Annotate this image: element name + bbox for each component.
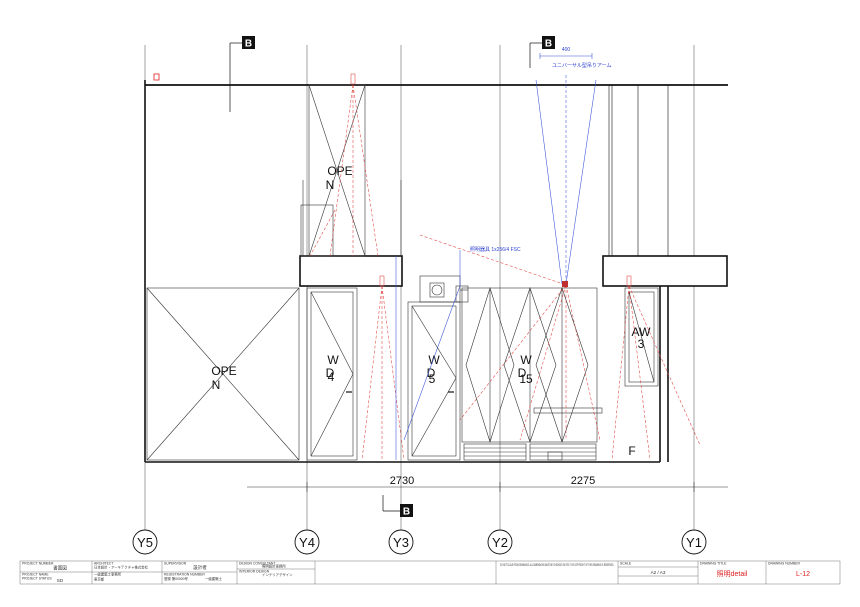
door-label-num: 15 [519, 372, 533, 386]
opening-label-upper: OPE [327, 164, 352, 178]
section-marker-bottom: B [382, 495, 413, 518]
large-opening [146, 287, 300, 461]
tb-registration-line2: 一級建築士 [205, 576, 223, 581]
tb-consultant-label: DESIGN CONSULTANT [239, 562, 275, 566]
tb-architect-line3: 東京都 [94, 577, 105, 582]
lighting-red-lines [309, 73, 701, 461]
tb-drawing-number: L-12 [796, 571, 810, 578]
tb-project-status: SD [57, 578, 64, 583]
axis-label-y3: Y3 [393, 535, 409, 550]
axis-label-y5: Y5 [137, 535, 153, 550]
tb-scale-label: SCALE [620, 562, 632, 566]
tb-consultant-line: 照明設計事務所 [262, 564, 286, 569]
tb-supervisor-label: SUPERVISOR [164, 562, 187, 566]
axis-label-y1: Y1 [686, 535, 702, 550]
tb-registration-line1: 登録 第00000号 [164, 576, 189, 581]
opening-label-lower: OPE [211, 364, 236, 378]
section-marker-top: B [529, 36, 555, 68]
door-label-num: 5 [429, 372, 436, 386]
window-label-num: 3 [638, 337, 645, 351]
tb-architect-line2: 一級建築士事務所 [94, 572, 122, 577]
structure [144, 73, 728, 463]
tb-architect-label: ARCHITECT [94, 562, 113, 566]
tb-interior-line: インテリアデザイン [262, 572, 293, 577]
tb-note-text: DO NOT SCALE FROM DRAWINGS. ALL DIMENSIO… [500, 563, 614, 567]
tb-drawing-title: 照明detail [717, 570, 748, 578]
opening-label-upper-n: N [326, 178, 335, 192]
section-tag-label: B [545, 39, 552, 50]
tb-registration-label: REGISTRATION NUMBER [164, 573, 205, 577]
tb-interior-label: INTERIOR DESIGN [239, 570, 270, 574]
tb-drawing-number-label: DRAWING NUMBER [768, 562, 800, 566]
opening-label-lower-n: N [212, 378, 221, 392]
door-label-mid: D [427, 366, 436, 380]
tb-supervisor-name: 設計者 [193, 564, 207, 571]
door-label-num: 4 [328, 370, 335, 384]
section-marker-left: B [229, 36, 255, 112]
tb-drawing-title-label: DRAWING TITLE [700, 562, 727, 566]
tb-project-status-label: PROJECT STATUS [22, 577, 52, 581]
dimension-2730: 2730 [390, 475, 414, 487]
tb-architect-line1: 日本設計・アーキテクチャ株式会社 [94, 565, 149, 570]
tb-project-name-label: PROJECT NAME [22, 573, 49, 577]
section-tag-label: B [403, 507, 410, 518]
axis-label-y2: Y2 [492, 535, 508, 550]
door-label-top: W [520, 353, 532, 367]
tb-project-number-label: PROJECT NUMBER [22, 562, 54, 566]
window-aw3 [624, 287, 659, 387]
floor-mark: F [628, 444, 635, 458]
axis-label-y4: Y4 [299, 535, 315, 550]
tb-scale-value: A2 / A3 [651, 570, 666, 575]
dimension-400: 400 [562, 47, 571, 53]
door-wd4 [306, 287, 358, 461]
door-label-top: W [428, 353, 440, 367]
door-label-top: W [327, 353, 339, 367]
title-block [19, 560, 841, 585]
door-label-mid: D [518, 366, 527, 380]
door-wd5 [407, 275, 469, 461]
window-label: AW [632, 325, 652, 339]
dimension-line [247, 482, 728, 492]
section-tag-label: B [245, 39, 252, 50]
light-fixture-note: ユニバーサル型吊りアーム [552, 62, 611, 69]
tb-project-number: 書面図 [53, 565, 67, 572]
grid-lines [144, 45, 695, 530]
dimension-2275: 2275 [571, 475, 595, 487]
lighting-blue-lines [395, 53, 597, 460]
beam-light-note: 照明器具 1x256/4 FSC [470, 247, 521, 253]
panel-wd15 [461, 286, 603, 461]
door-label-mid: D [326, 366, 335, 380]
upper-opening [300, 84, 402, 257]
axis-bubbles [132, 529, 707, 555]
